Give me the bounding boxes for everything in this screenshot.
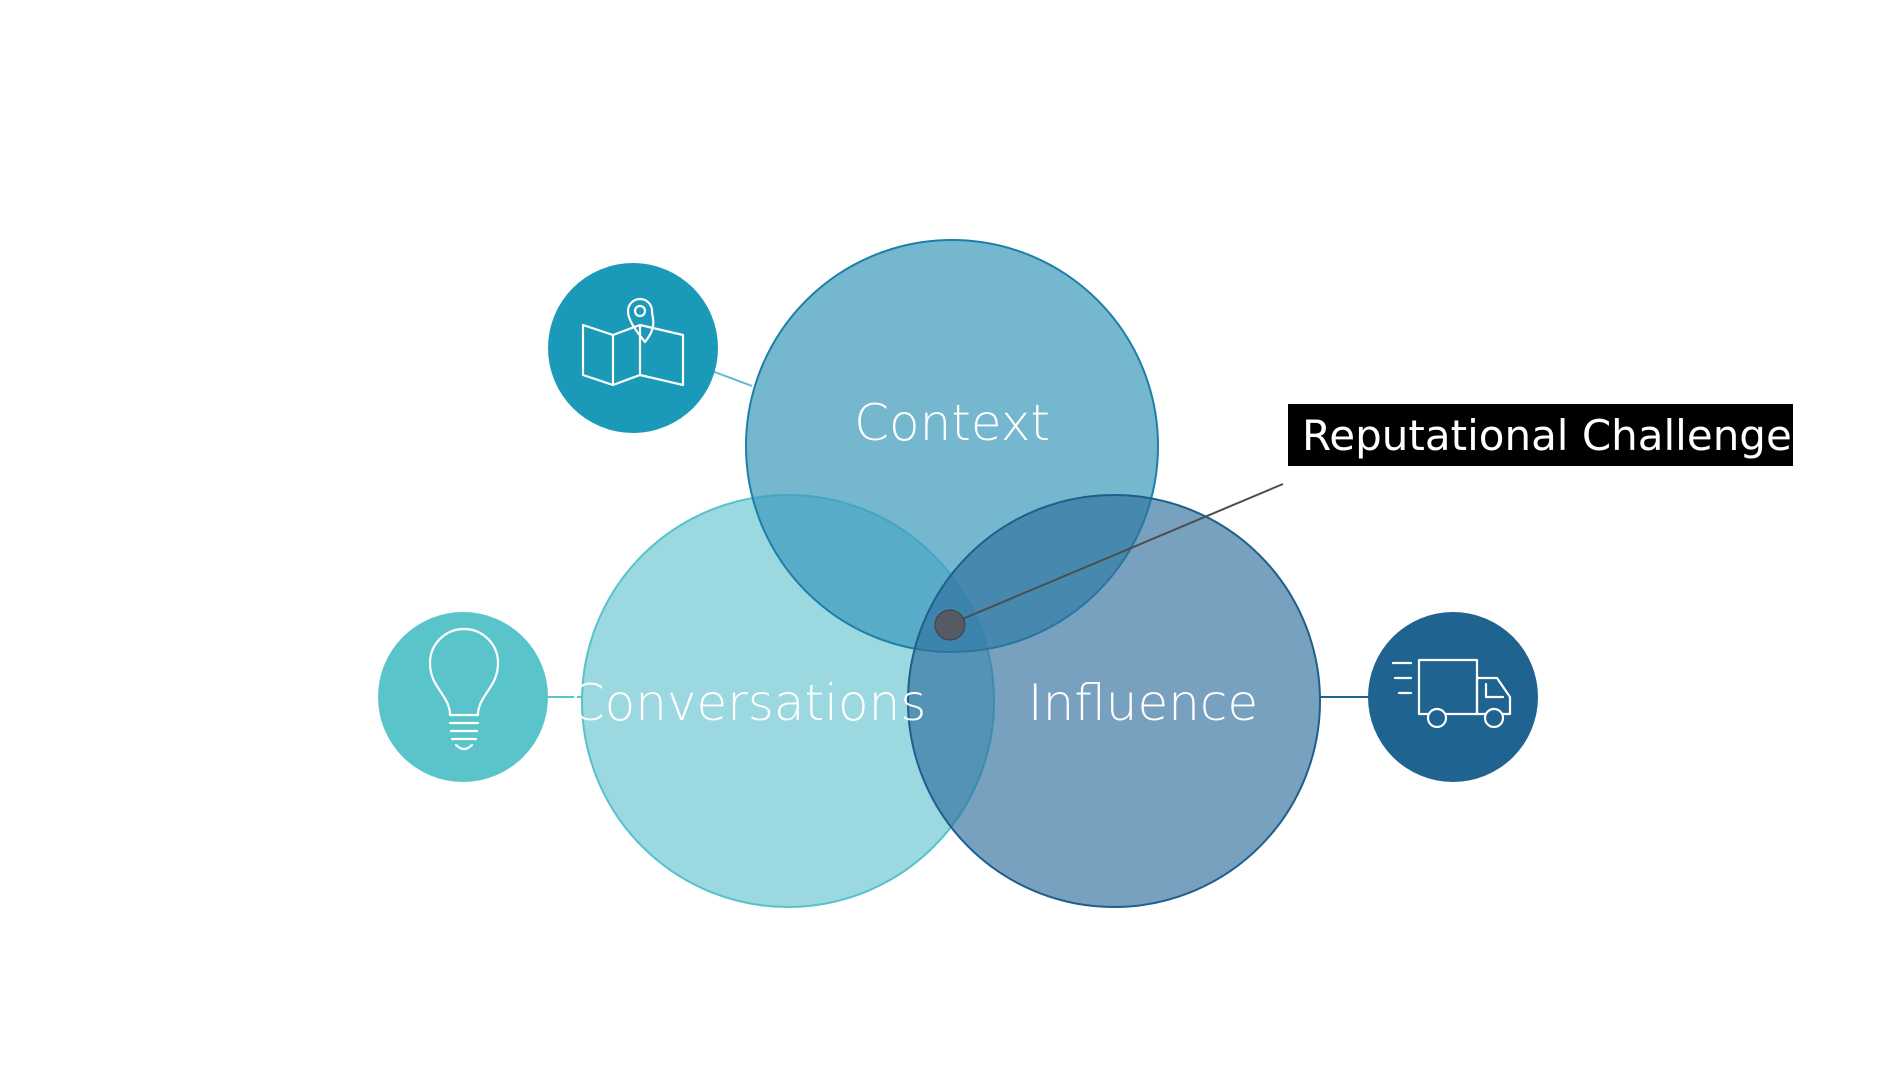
intersection-dot[interactable] <box>934 609 966 641</box>
label-conversations: Conversations <box>570 674 927 732</box>
map-pin-icon <box>548 263 718 433</box>
connector-context <box>711 370 753 387</box>
delivery-truck-icon <box>1368 612 1538 782</box>
callout-box <box>1288 404 1793 466</box>
lightbulb-icon <box>378 612 548 782</box>
callout-leader-line <box>959 483 1284 621</box>
callout-label: Reputational Challenges <box>1302 411 1814 460</box>
label-influence: Influence <box>1028 674 1258 732</box>
label-context: Context <box>854 394 1050 452</box>
